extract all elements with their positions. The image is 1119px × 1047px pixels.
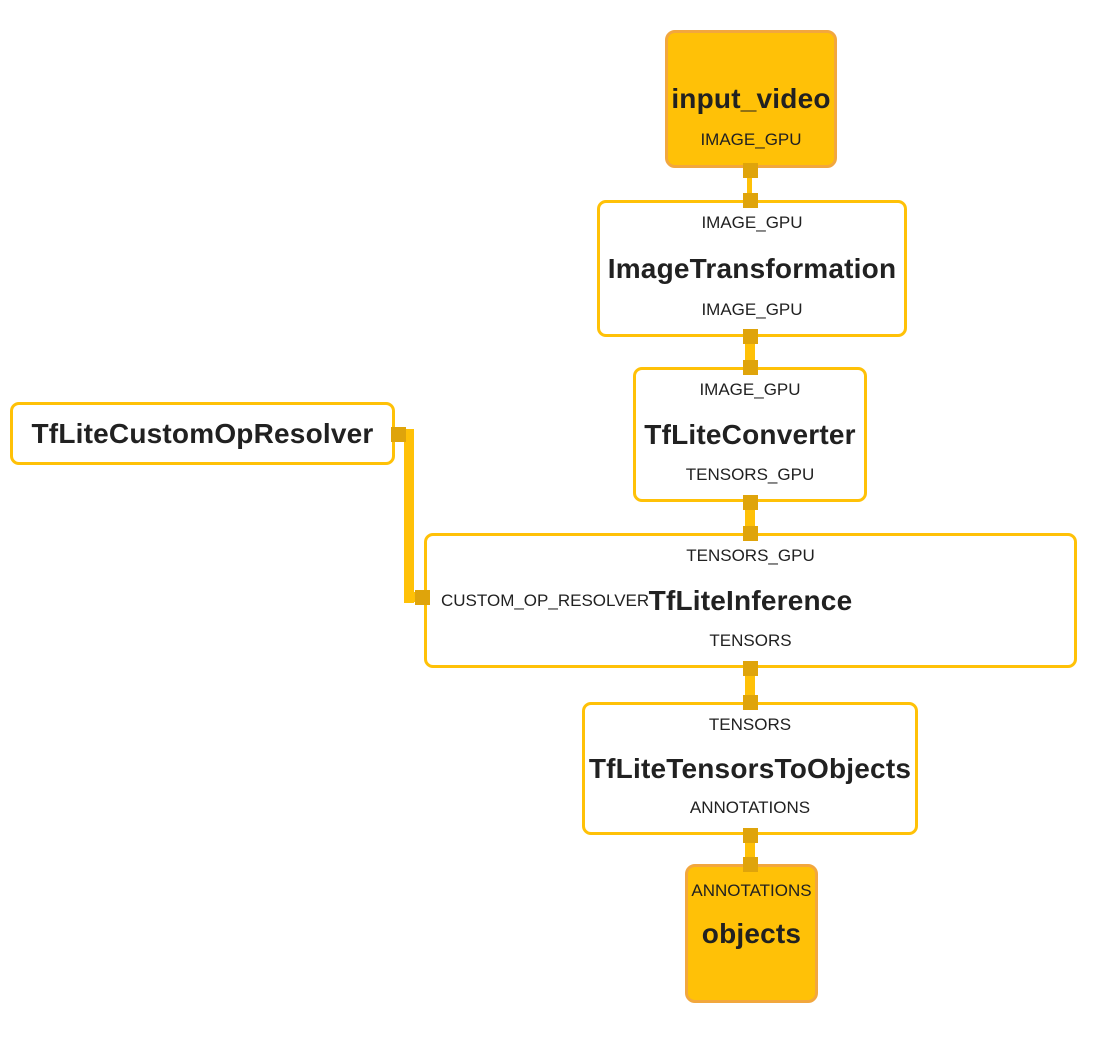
port-square-input-video-out (743, 163, 758, 178)
port-square-image-transformation-out (743, 329, 758, 344)
node-tflite-tensors-to-objects[interactable]: TENSORS TfLiteTensorsToObjects ANNOTATIO… (582, 702, 918, 835)
port-square-tflite-converter-out (743, 495, 758, 510)
port-label-input: ANNOTATIONS (691, 881, 812, 900)
node-tflite-custom-op-resolver[interactable]: TfLiteCustomOpResolver (10, 402, 395, 465)
port-label-output: IMAGE_GPU (700, 130, 802, 149)
port-label-side-input: CUSTOM_OP_RESOLVER (441, 590, 650, 610)
port-square-tflite-tensors-to-objects-in (743, 695, 758, 710)
node-objects[interactable]: ANNOTATIONS objects (685, 864, 818, 1003)
node-tflite-converter[interactable]: IMAGE_GPU TfLiteConverter TENSORS_GPU (633, 367, 867, 502)
node-title: ImageTransformation (607, 252, 897, 284)
node-title: TfLiteInference (648, 584, 853, 616)
node-title: TfLiteCustomOpResolver (31, 417, 374, 449)
edge-tflite-converter-to-tflite-inference[interactable] (745, 500, 755, 535)
edge-image-transformation-to-tflite-converter[interactable] (745, 334, 755, 369)
port-label-input: TENSORS (708, 715, 792, 734)
port-square-tflite-inference-out (743, 661, 758, 676)
edge-tflite-tensors-to-objects-to-objects[interactable] (745, 833, 755, 866)
port-label-output: TENSORS_GPU (685, 465, 815, 484)
edge-custom-op-resolver-segment-bottom[interactable] (404, 592, 424, 602)
node-image-transformation[interactable]: IMAGE_GPU ImageTransformation IMAGE_GPU (597, 200, 907, 337)
port-square-tflite-inference-side-in (415, 590, 430, 605)
node-title: objects (701, 917, 802, 949)
edge-custom-op-resolver-segment-vertical[interactable] (404, 429, 414, 603)
node-title: TfLiteTensorsToObjects (588, 752, 912, 784)
port-square-tflite-inference-in (743, 526, 758, 541)
port-label-output: ANNOTATIONS (689, 798, 811, 817)
port-label-input: IMAGE_GPU (701, 213, 803, 232)
port-square-tflite-converter-in (743, 360, 758, 375)
port-square-tflite-tensors-to-objects-out (743, 828, 758, 843)
node-input-video[interactable]: input_video IMAGE_GPU (665, 30, 837, 168)
port-label-output: IMAGE_GPU (701, 300, 803, 319)
node-title: input_video (671, 83, 831, 114)
node-title: TfLiteConverter (644, 418, 856, 450)
node-tflite-inference[interactable]: TENSORS_GPU CUSTOM_OP_RESOLVER TfLiteInf… (424, 533, 1077, 668)
port-square-custom-op-resolver-out (391, 427, 406, 442)
port-label-output: TENSORS (709, 631, 792, 650)
port-label-input: TENSORS_GPU (686, 546, 815, 565)
port-square-objects-in (743, 857, 758, 872)
edge-input-video-to-image-transformation[interactable] (747, 168, 752, 202)
port-label-input: IMAGE_GPU (699, 380, 801, 399)
edge-tflite-inference-to-tflite-tensors-to-objects[interactable] (745, 666, 755, 704)
port-square-image-transformation-in (743, 193, 758, 208)
